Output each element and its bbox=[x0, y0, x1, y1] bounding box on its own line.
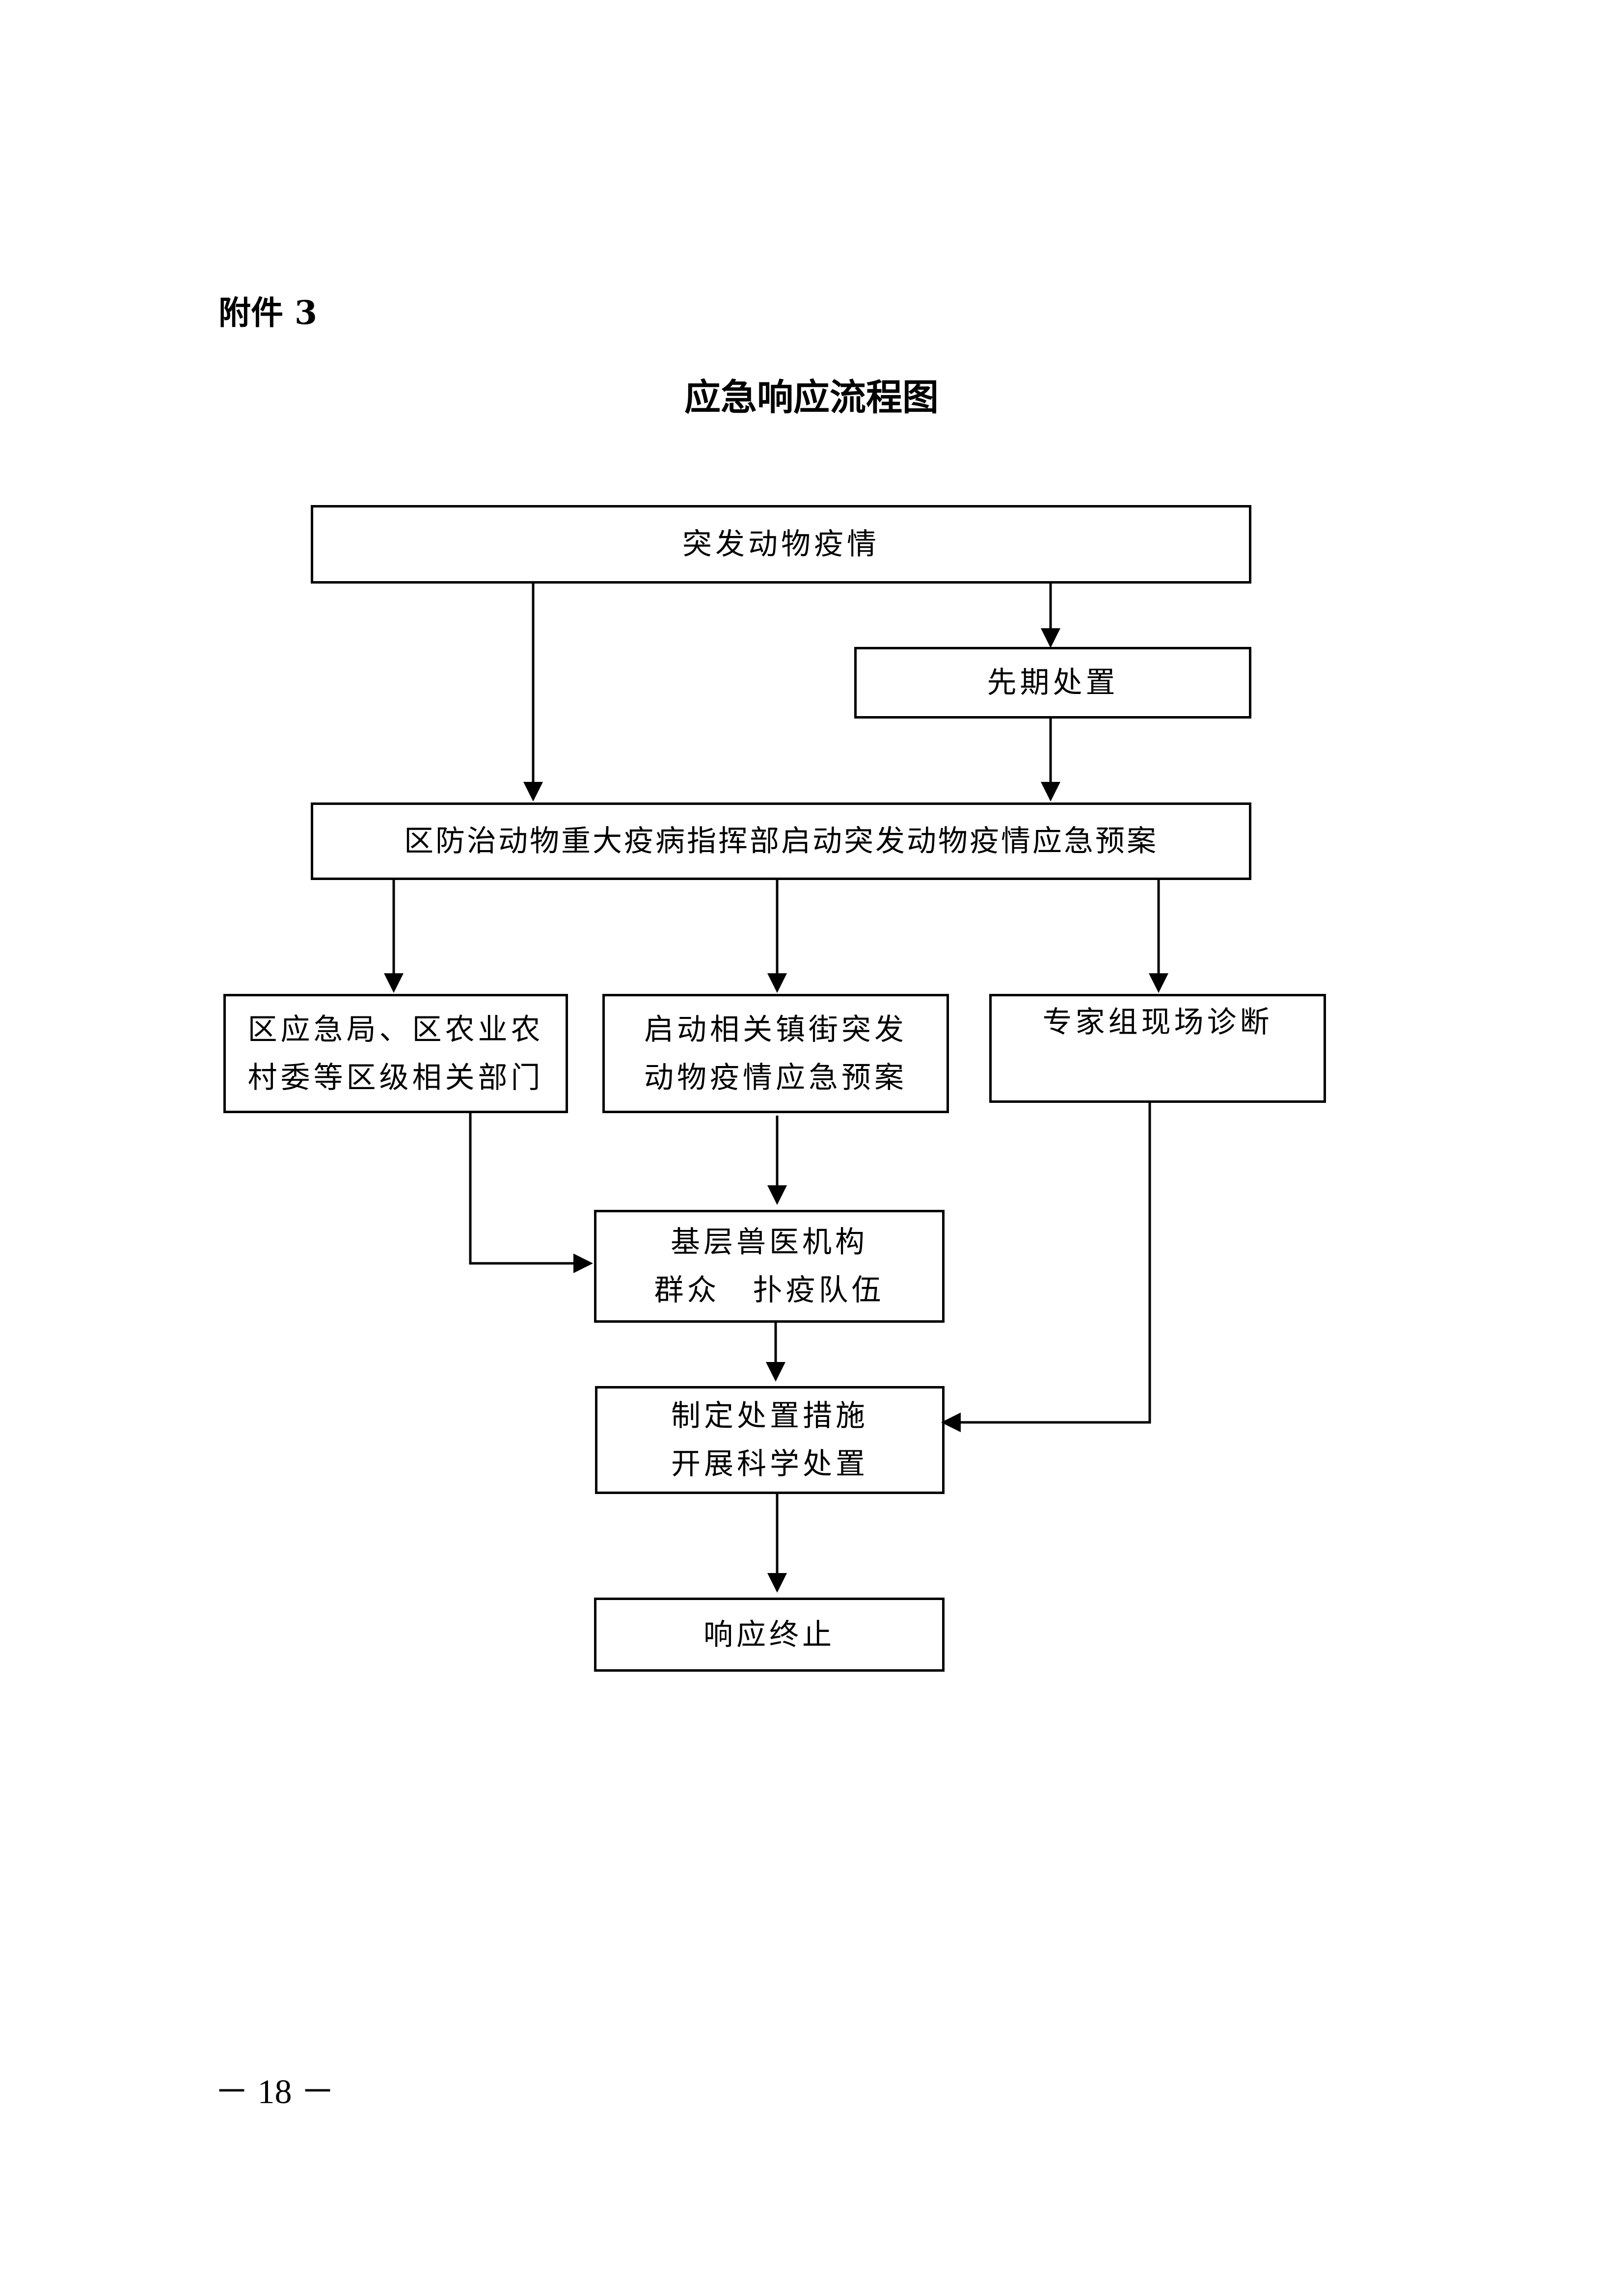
node-measures: 制定处置措施 开展科学处置 bbox=[595, 1386, 945, 1494]
flowchart-title: 应急响应流程图 bbox=[684, 376, 939, 419]
node-grassroots-line2: 群众 扑疫队伍 bbox=[654, 1273, 885, 1308]
node-initial-response: 先期处置 bbox=[854, 647, 1251, 719]
node-grassroots-line1: 基层兽医机构 bbox=[671, 1225, 868, 1259]
node-initial-response-label: 先期处置 bbox=[987, 666, 1119, 700]
node-command-plan: 区防治动物重大疫病指挥部启动突发动物疫情应急预案 bbox=[311, 802, 1251, 880]
node-grassroots: 基层兽医机构 群众 扑疫队伍 bbox=[594, 1210, 945, 1323]
arrow-departments-to-grassroots bbox=[469, 1112, 593, 1273]
node-measures-line1: 制定处置措施 bbox=[671, 1399, 868, 1433]
node-outbreak-label: 突发动物疫情 bbox=[682, 527, 880, 561]
node-termination-label: 响应终止 bbox=[703, 1617, 835, 1652]
node-measures-line2: 开展科学处置 bbox=[671, 1447, 868, 1481]
node-town-plan-line1: 启动相关镇街突发 bbox=[644, 1012, 907, 1047]
node-outbreak: 突发动物疫情 bbox=[311, 505, 1251, 584]
page-number: － 18 － bbox=[215, 2073, 335, 2111]
node-expert-diagnosis: 专家组现场诊断 bbox=[989, 994, 1326, 1103]
node-expert-diagnosis-label: 专家组现场诊断 bbox=[1042, 1005, 1273, 1040]
node-command-plan-label: 区防治动物重大疫病指挥部启动突发动物疫情应急预案 bbox=[404, 824, 1158, 858]
node-departments-line2: 村委等区级相关部门 bbox=[247, 1060, 544, 1095]
node-town-plan: 启动相关镇街突发 动物疫情应急预案 bbox=[602, 994, 949, 1113]
attachment-label: 附件 3 bbox=[218, 294, 317, 332]
arrow-expert-to-measures bbox=[941, 1102, 1151, 1432]
node-town-plan-line2: 动物疫情应急预案 bbox=[644, 1060, 907, 1095]
node-termination: 响应终止 bbox=[594, 1598, 945, 1672]
node-departments-line1: 区应急局、区农业农 bbox=[247, 1012, 544, 1047]
node-departments: 区应急局、区农业农 村委等区级相关部门 bbox=[223, 994, 568, 1113]
